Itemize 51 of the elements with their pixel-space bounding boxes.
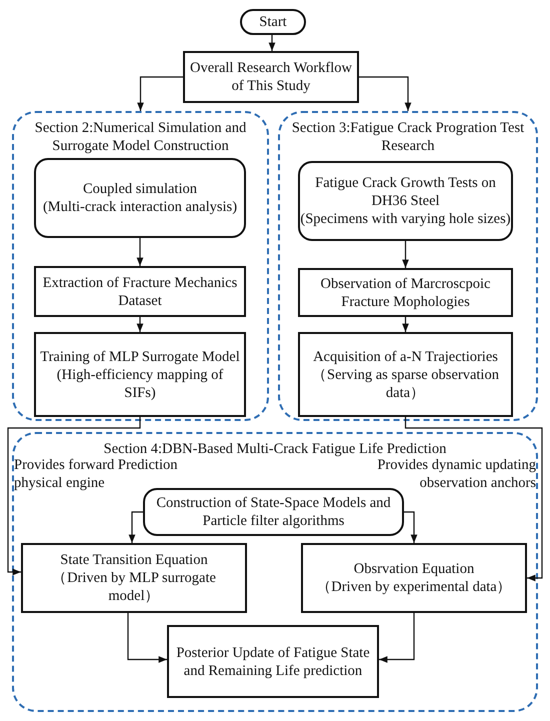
start-terminal [298, 161, 513, 241]
section-group [278, 111, 538, 421]
process-box [34, 266, 246, 317]
arrow [128, 511, 143, 543]
node-text: （Driven by MLP surrogate model） [51, 569, 217, 605]
arrow [137, 76, 183, 111]
node-text: Obsrvation Equation [354, 560, 474, 578]
node-text: Construction of State-Space Models and Particle filter algorithms [155, 494, 392, 530]
process-box [298, 332, 513, 417]
node-text: (High-efficiency mapping of SIFs) [56, 366, 224, 402]
process-box [21, 543, 247, 613]
node-text: Start [259, 13, 287, 31]
arrow [402, 241, 409, 268]
section-heading: Section 4:DBN-Based Multi-Crack Fatigue Life Prediction [104, 440, 446, 458]
node-text: Overall Research Workflow of This Study [189, 59, 353, 95]
arrow [7, 417, 141, 576]
arrow [404, 417, 543, 582]
arrow [127, 613, 167, 663]
section-group [12, 432, 538, 712]
start-terminal [240, 9, 306, 35]
process-box [298, 268, 513, 317]
node-text: Acquisition of a-N Trajectiories [313, 348, 498, 366]
process-box [167, 625, 379, 698]
arrow [359, 76, 412, 111]
section-heading: Section 3:Fatigue Crack Progration Test Research [290, 119, 526, 155]
node-text: (Specimens with varying hole sizes) [300, 210, 511, 228]
process-box [301, 543, 527, 613]
process-box [34, 332, 246, 417]
process-box [183, 51, 359, 103]
node-text: Coupled simulation [83, 180, 197, 198]
node-text: State Transition Equation [60, 551, 208, 569]
edge-label: Provides dynamic updating observation anchors [376, 456, 536, 492]
start-terminal [34, 158, 246, 238]
node-text: （Serving as sparse observation data） [311, 366, 500, 402]
section-group [12, 111, 269, 421]
arrow [402, 317, 409, 332]
arrow [404, 511, 418, 543]
node-text: Training of MLP Surrogate Model [40, 348, 240, 366]
start-terminal [143, 488, 404, 536]
node-text: （Driven by experimental data） [316, 578, 512, 596]
node-text: (Multi-crack interaction analysis) [42, 198, 238, 216]
section-heading: Section 2:Numerical Simulation and Surrogate Model Construction [34, 119, 248, 155]
node-text: Fatigue Crack Growth Tests on DH36 Steel [314, 174, 497, 210]
arrow [136, 238, 144, 266]
arrow [379, 613, 415, 663]
node-text: Extraction of Fracture Mechanics Dataset [42, 274, 238, 310]
edge-label: Provides forward Prediction physical engine [14, 456, 178, 492]
arrow [136, 317, 144, 332]
node-text: Posterior Update of Fatigue State and Remaining Life prediction [175, 644, 371, 680]
arrow [268, 35, 276, 51]
node-text: Observation of Marcroscpoic Fracture Mophologies [320, 274, 492, 310]
